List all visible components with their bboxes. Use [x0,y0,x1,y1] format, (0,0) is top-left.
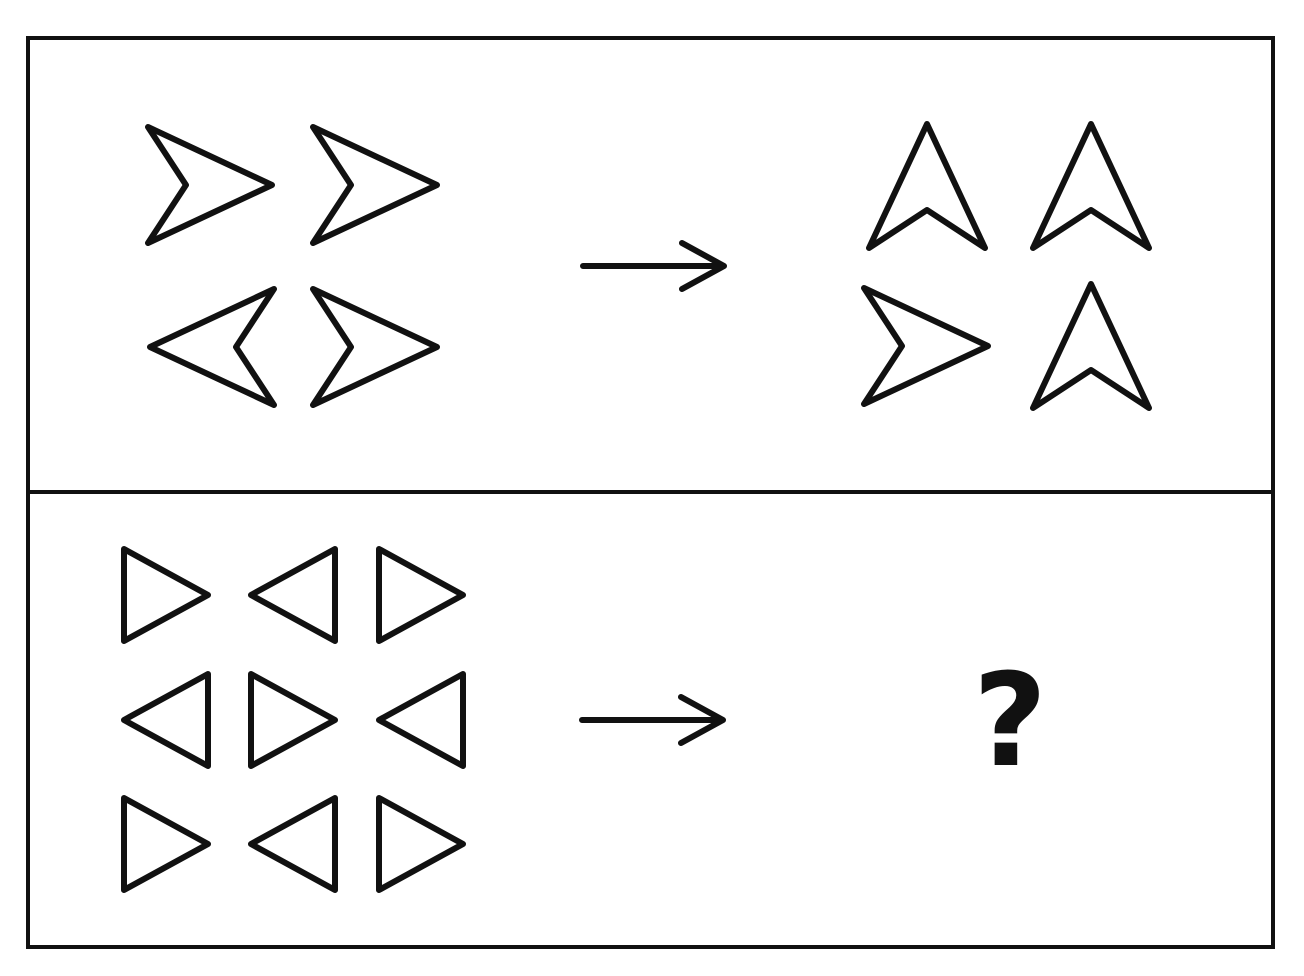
top-panel [145,121,1152,411]
chevron-up-icon [866,121,988,251]
bottom-transform-arrow-icon [579,694,726,746]
chevron-right-icon [310,286,440,408]
triangle-left-icon [248,546,338,644]
triangle-right-icon [121,546,211,644]
triangle-right-icon [376,546,466,644]
chevron-up-icon [1030,281,1152,411]
top-after-group [861,121,1152,411]
bottom-before-grid [121,546,466,893]
triangle-left-icon [376,671,466,769]
question-mark: ? [973,647,1047,796]
chevron-left-icon [147,286,277,408]
triangle-right-icon [121,795,211,893]
triangle-right-icon [376,795,466,893]
triangle-left-icon [121,671,211,769]
top-before-group [145,124,440,408]
chevron-right-icon [861,285,991,407]
chevron-up-icon [1030,121,1152,251]
top-transform-arrow-icon [580,240,727,292]
triangle-left-icon [248,795,338,893]
triangle-right-icon [248,671,338,769]
chevron-right-icon [145,124,275,246]
bottom-panel: ? [121,546,1047,893]
chevron-right-icon [310,124,440,246]
